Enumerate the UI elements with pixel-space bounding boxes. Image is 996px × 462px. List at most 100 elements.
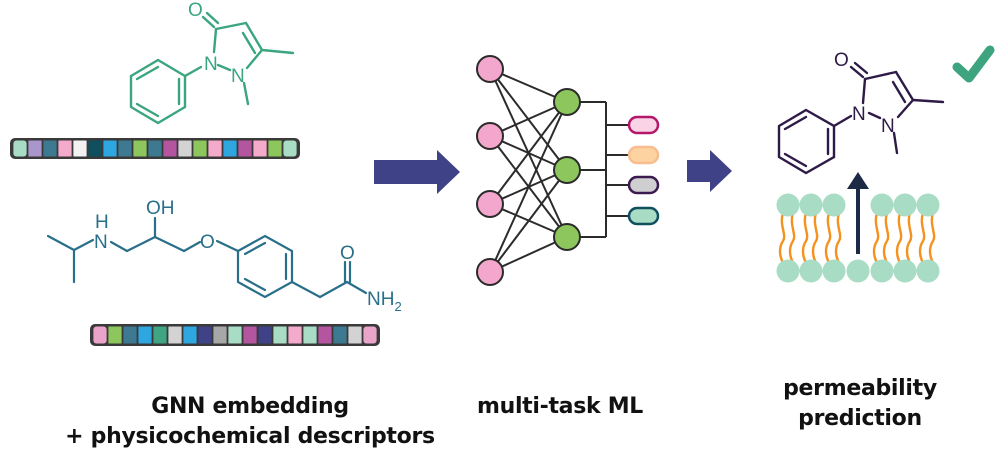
nn-edges xyxy=(489,68,628,273)
lipid-tail xyxy=(834,212,842,264)
lipid-head xyxy=(893,259,917,283)
lipid-head xyxy=(776,259,800,283)
molecule-antipyrine-input xyxy=(129,11,295,125)
atom-oxygen: O xyxy=(188,0,203,21)
atom-amine: NH2 xyxy=(367,289,402,314)
benzene-ring xyxy=(777,108,836,175)
input-label: GNN embedding + physicochemical descript… xyxy=(40,392,460,452)
lipid-head xyxy=(776,193,800,217)
output-label-line2: prediction xyxy=(798,406,922,431)
atom-nitrogen: N xyxy=(852,104,866,125)
lipid-tail xyxy=(928,212,936,264)
nn-input-node xyxy=(476,190,504,218)
barcode-cell xyxy=(333,326,347,344)
barcode-cell xyxy=(148,140,162,157)
embedding-barcode-2 xyxy=(90,324,380,346)
nn-edge xyxy=(489,101,568,273)
nn-output-task xyxy=(627,175,660,195)
atom-nitrogen: N xyxy=(94,232,108,253)
barcode-cell xyxy=(58,140,72,157)
molecule-atenolol-input xyxy=(46,216,368,299)
nn-hidden-node xyxy=(553,223,581,251)
lipid-tail xyxy=(882,212,890,264)
atom-hydroxyl: OH xyxy=(146,198,175,219)
nn-output-task xyxy=(627,115,660,135)
barcode-cell xyxy=(133,140,147,157)
lipid-head xyxy=(916,193,940,217)
barcode-cell xyxy=(213,326,227,344)
lipid-head xyxy=(822,259,846,283)
embedding-barcode-1 xyxy=(10,138,300,159)
model-label: multi-task ML xyxy=(476,394,644,419)
lipid-head xyxy=(870,193,894,217)
barcode-cell xyxy=(193,140,207,157)
checkmark-icon xyxy=(952,45,995,83)
barcode-cell xyxy=(93,326,107,344)
nn-edge xyxy=(489,101,568,205)
lipid-head xyxy=(799,193,823,217)
nn-input-node xyxy=(476,122,504,150)
atom-nitrogen: N xyxy=(231,66,245,87)
lipid-tail xyxy=(905,212,913,264)
benzene-ring xyxy=(129,58,187,125)
barcode-cell xyxy=(318,326,332,344)
barcode-cell xyxy=(198,326,212,344)
barcode-cell xyxy=(228,326,242,344)
atom-nitrogen: N xyxy=(881,116,895,137)
barcode-cell xyxy=(273,326,287,344)
lipid-head xyxy=(916,259,940,283)
nn-input-node xyxy=(476,55,504,83)
barcode-cell xyxy=(258,326,272,344)
input-label-line1: GNN embedding xyxy=(151,394,349,419)
barcode-cell xyxy=(348,326,362,344)
barcode-cell xyxy=(168,326,182,344)
atom-oxygen: O xyxy=(340,243,355,264)
barcode-cell xyxy=(183,326,197,344)
atom-oxygen: O xyxy=(834,50,849,71)
lipid-tail xyxy=(824,212,832,264)
barcode-cell xyxy=(138,326,152,344)
barcode-cell xyxy=(118,140,132,157)
nn-output-task xyxy=(627,145,660,165)
output-label: permeability prediction xyxy=(740,374,980,434)
barcode-cell xyxy=(253,140,267,157)
barcode-cell xyxy=(238,140,252,157)
permeation-arrow-icon xyxy=(847,172,869,254)
barcode-cell xyxy=(153,326,167,344)
nn-edge xyxy=(489,169,568,273)
arrow-head xyxy=(847,172,869,189)
lipid-head xyxy=(846,259,870,283)
nn-input-node xyxy=(476,258,504,286)
barcode-cell xyxy=(73,140,87,157)
lipid-tail xyxy=(801,212,809,264)
input-label-line2: + physicochemical descriptors xyxy=(65,424,435,449)
nn-hidden-node xyxy=(553,156,581,184)
atom-hydrogen: H xyxy=(95,212,109,233)
barcode-cell xyxy=(223,140,237,157)
lipid-head xyxy=(822,193,846,217)
right-arrow-icon xyxy=(374,150,460,194)
barcode-cell xyxy=(163,140,177,157)
lipid-bilayer-membrane xyxy=(776,172,940,283)
lipid-tail xyxy=(788,212,796,264)
lipid-head xyxy=(799,259,823,283)
lipid-head xyxy=(893,193,917,217)
right-arrow-icon xyxy=(687,150,732,192)
lipid-head xyxy=(870,259,894,283)
nn-output-task xyxy=(627,206,660,226)
barcode-cell xyxy=(123,326,137,344)
barcode-cell xyxy=(103,140,117,157)
neural-network xyxy=(476,55,660,286)
output-label-line1: permeability xyxy=(783,376,937,401)
molecule-antipyrine-output xyxy=(777,61,945,175)
atom-nitrogen: N xyxy=(204,54,218,75)
lipid-tail xyxy=(778,212,786,264)
barcode-cell xyxy=(178,140,192,157)
barcode-cell xyxy=(268,140,282,157)
nn-edge xyxy=(489,236,568,273)
barcode-cell xyxy=(88,140,102,157)
nn-edge xyxy=(489,101,568,137)
barcode-cell xyxy=(13,140,27,157)
lipid-tail xyxy=(918,212,926,264)
